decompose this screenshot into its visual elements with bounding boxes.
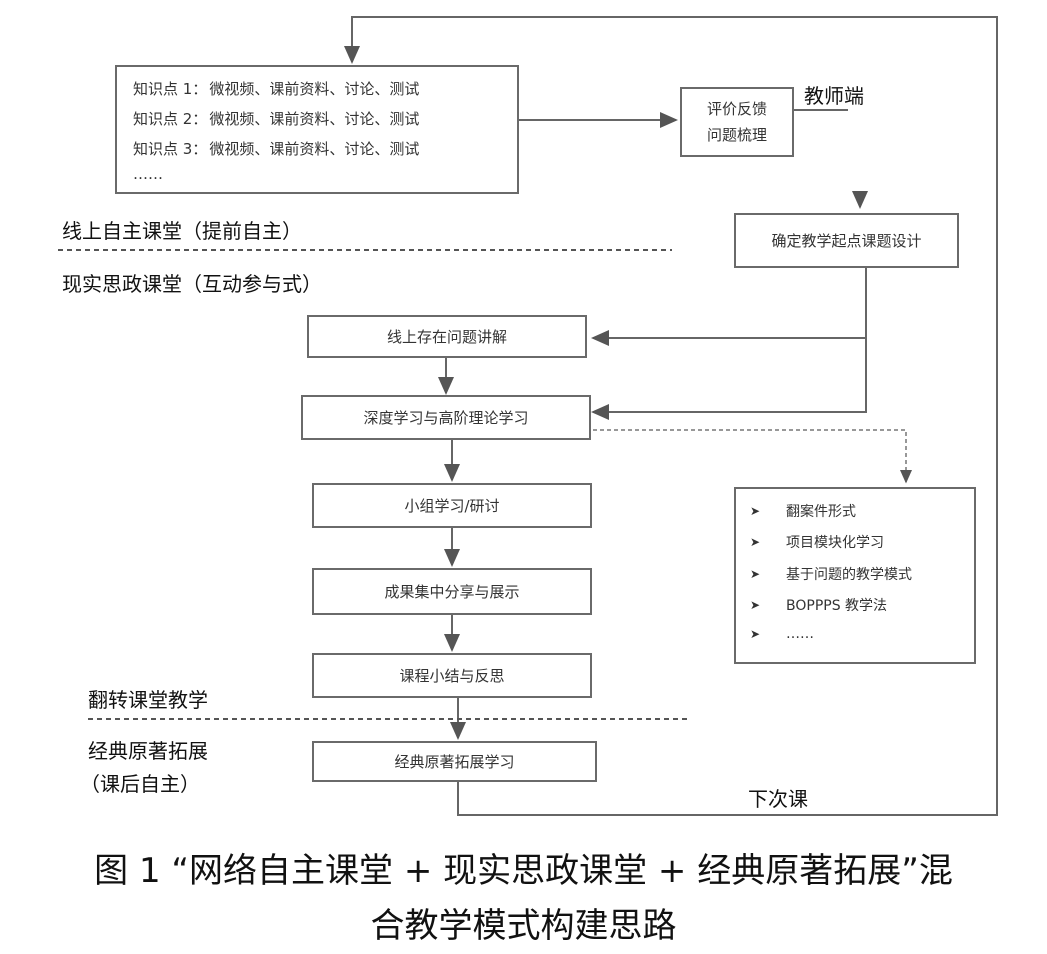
feedback-line-2: 问题梳理 — [706, 126, 767, 144]
feedback-box: 评价反馈 问题梳理 — [680, 87, 794, 157]
flow-step-2-box: 深度学习与高阶理论学习 — [301, 395, 591, 440]
method-item-3-label: 基于问题的教学模式 — [786, 567, 912, 583]
loop-back-connector — [344, 16, 998, 816]
figure-caption-line-2: 合教学模式构建思路 — [370, 906, 677, 946]
section-online-label: 线上自主课堂（提前自主） — [62, 219, 302, 243]
design-to-step2-arrow — [591, 338, 867, 420]
flow-step-3-box: 小组学习/研讨 — [312, 483, 592, 528]
method-item-4-label: BOPPPS 教学法 — [786, 598, 888, 614]
knowledge-point-2-items: 微视频、课前资料、讨论、测试 — [209, 110, 420, 128]
knowledge-point-3: 知识点 3：微视频、课前资料、讨论、测试 — [133, 138, 421, 159]
arrow-bullet-icon: ➤ — [750, 627, 761, 641]
knowledge-point-3-items: 微视频、课前资料、讨论、测试 — [209, 140, 420, 158]
feedback-line-1: 评价反馈 — [706, 100, 767, 118]
knowledge-point-1-items: 微视频、课前资料、讨论、测试 — [209, 80, 420, 98]
teaching-design-box: 确定教学起点课题设计 — [734, 213, 959, 268]
teacher-side-label: 教师端 — [804, 84, 864, 108]
section-reality-label: 现实思政课堂（互动参与式） — [62, 272, 322, 296]
method-item-2: ➤ 项目模块化学习 — [750, 532, 884, 552]
arrow-bullet-icon: ➤ — [750, 504, 761, 518]
method-item-1: ➤ 翻案件形式 — [750, 501, 856, 521]
teaching-methods-box: ➤ 翻案件形式 ➤ 项目模块化学习 ➤ 基于问题的教学模式 ➤ BOPPPS 教学法 ➤… — [734, 487, 976, 664]
method-item-4: ➤ BOPPPS 教学法 — [750, 595, 887, 615]
knowledge-point-2-label: 知识点 2： — [133, 110, 208, 128]
figure-caption-line-1: 图 1 “网络自主课堂 + 现实思政课堂 + 经典原著拓展”混 — [94, 851, 953, 891]
design-to-step1-arrow — [591, 268, 867, 346]
section-classic-sublabel: （课后自主） — [80, 772, 200, 796]
knowledge-point-1-label: 知识点 1： — [133, 80, 208, 98]
knowledge-more: …… — [133, 165, 163, 183]
knowledge-points-box: 知识点 1：微视频、课前资料、讨论、测试 知识点 2：微视频、课前资料、讨论、测… — [115, 65, 519, 194]
flow-step-1-box: 线上存在问题讲解 — [307, 315, 587, 358]
arrow-bullet-icon: ➤ — [750, 567, 761, 581]
knowledge-point-2: 知识点 2：微视频、课前资料、讨论、测试 — [133, 108, 421, 129]
knowledge-point-3-label: 知识点 3： — [133, 140, 208, 158]
method-item-5-label: …… — [786, 626, 814, 642]
flow-step-5-box: 课程小结与反思 — [312, 653, 592, 698]
arrow-bullet-icon: ➤ — [750, 598, 761, 612]
arrow-bullet-icon: ➤ — [750, 535, 761, 549]
step2-to-methods-dashed-arrow — [593, 429, 912, 484]
flow-step-6-box: 经典原著拓展学习 — [312, 741, 597, 782]
knowledge-point-1: 知识点 1：微视频、课前资料、讨论、测试 — [133, 78, 421, 99]
method-item-2-label: 项目模块化学习 — [786, 535, 884, 551]
section-classic-label: 经典原著拓展 — [88, 739, 208, 763]
flow-step-4-box: 成果集中分享与展示 — [312, 568, 592, 615]
method-item-5: ➤ …… — [750, 626, 814, 642]
next-class-label: 下次课 — [748, 787, 808, 811]
section-flipped-label: 翻转课堂教学 — [88, 688, 208, 712]
method-item-1-label: 翻案件形式 — [786, 504, 856, 520]
method-item-3: ➤ 基于问题的教学模式 — [750, 564, 912, 584]
